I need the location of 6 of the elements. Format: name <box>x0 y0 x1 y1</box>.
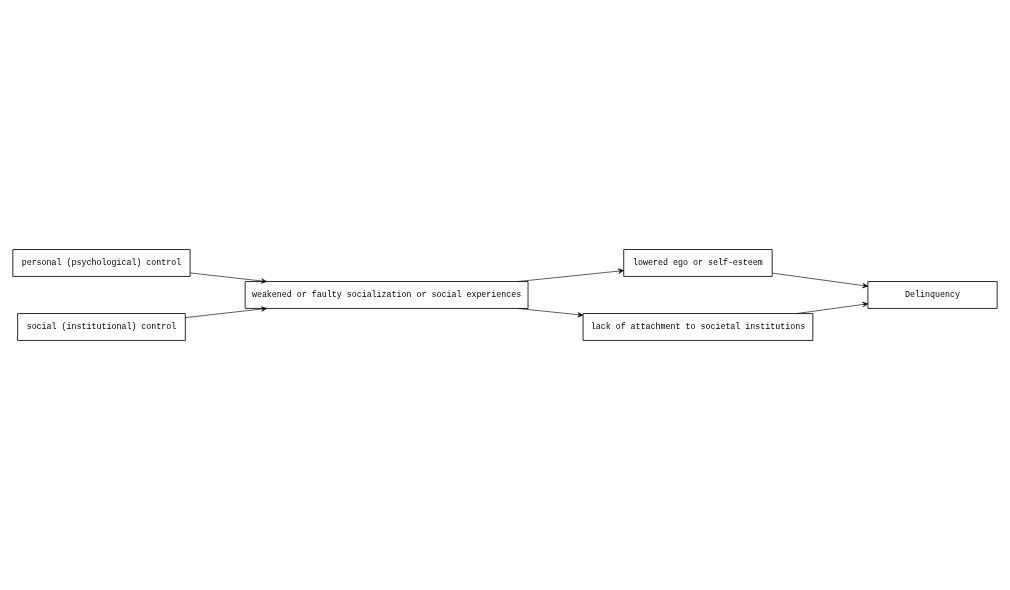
arrow <box>185 306 267 318</box>
arrow <box>796 301 869 314</box>
arrow <box>772 272 869 289</box>
arrow <box>517 268 624 282</box>
arrow <box>517 308 584 318</box>
arrow <box>189 272 267 284</box>
